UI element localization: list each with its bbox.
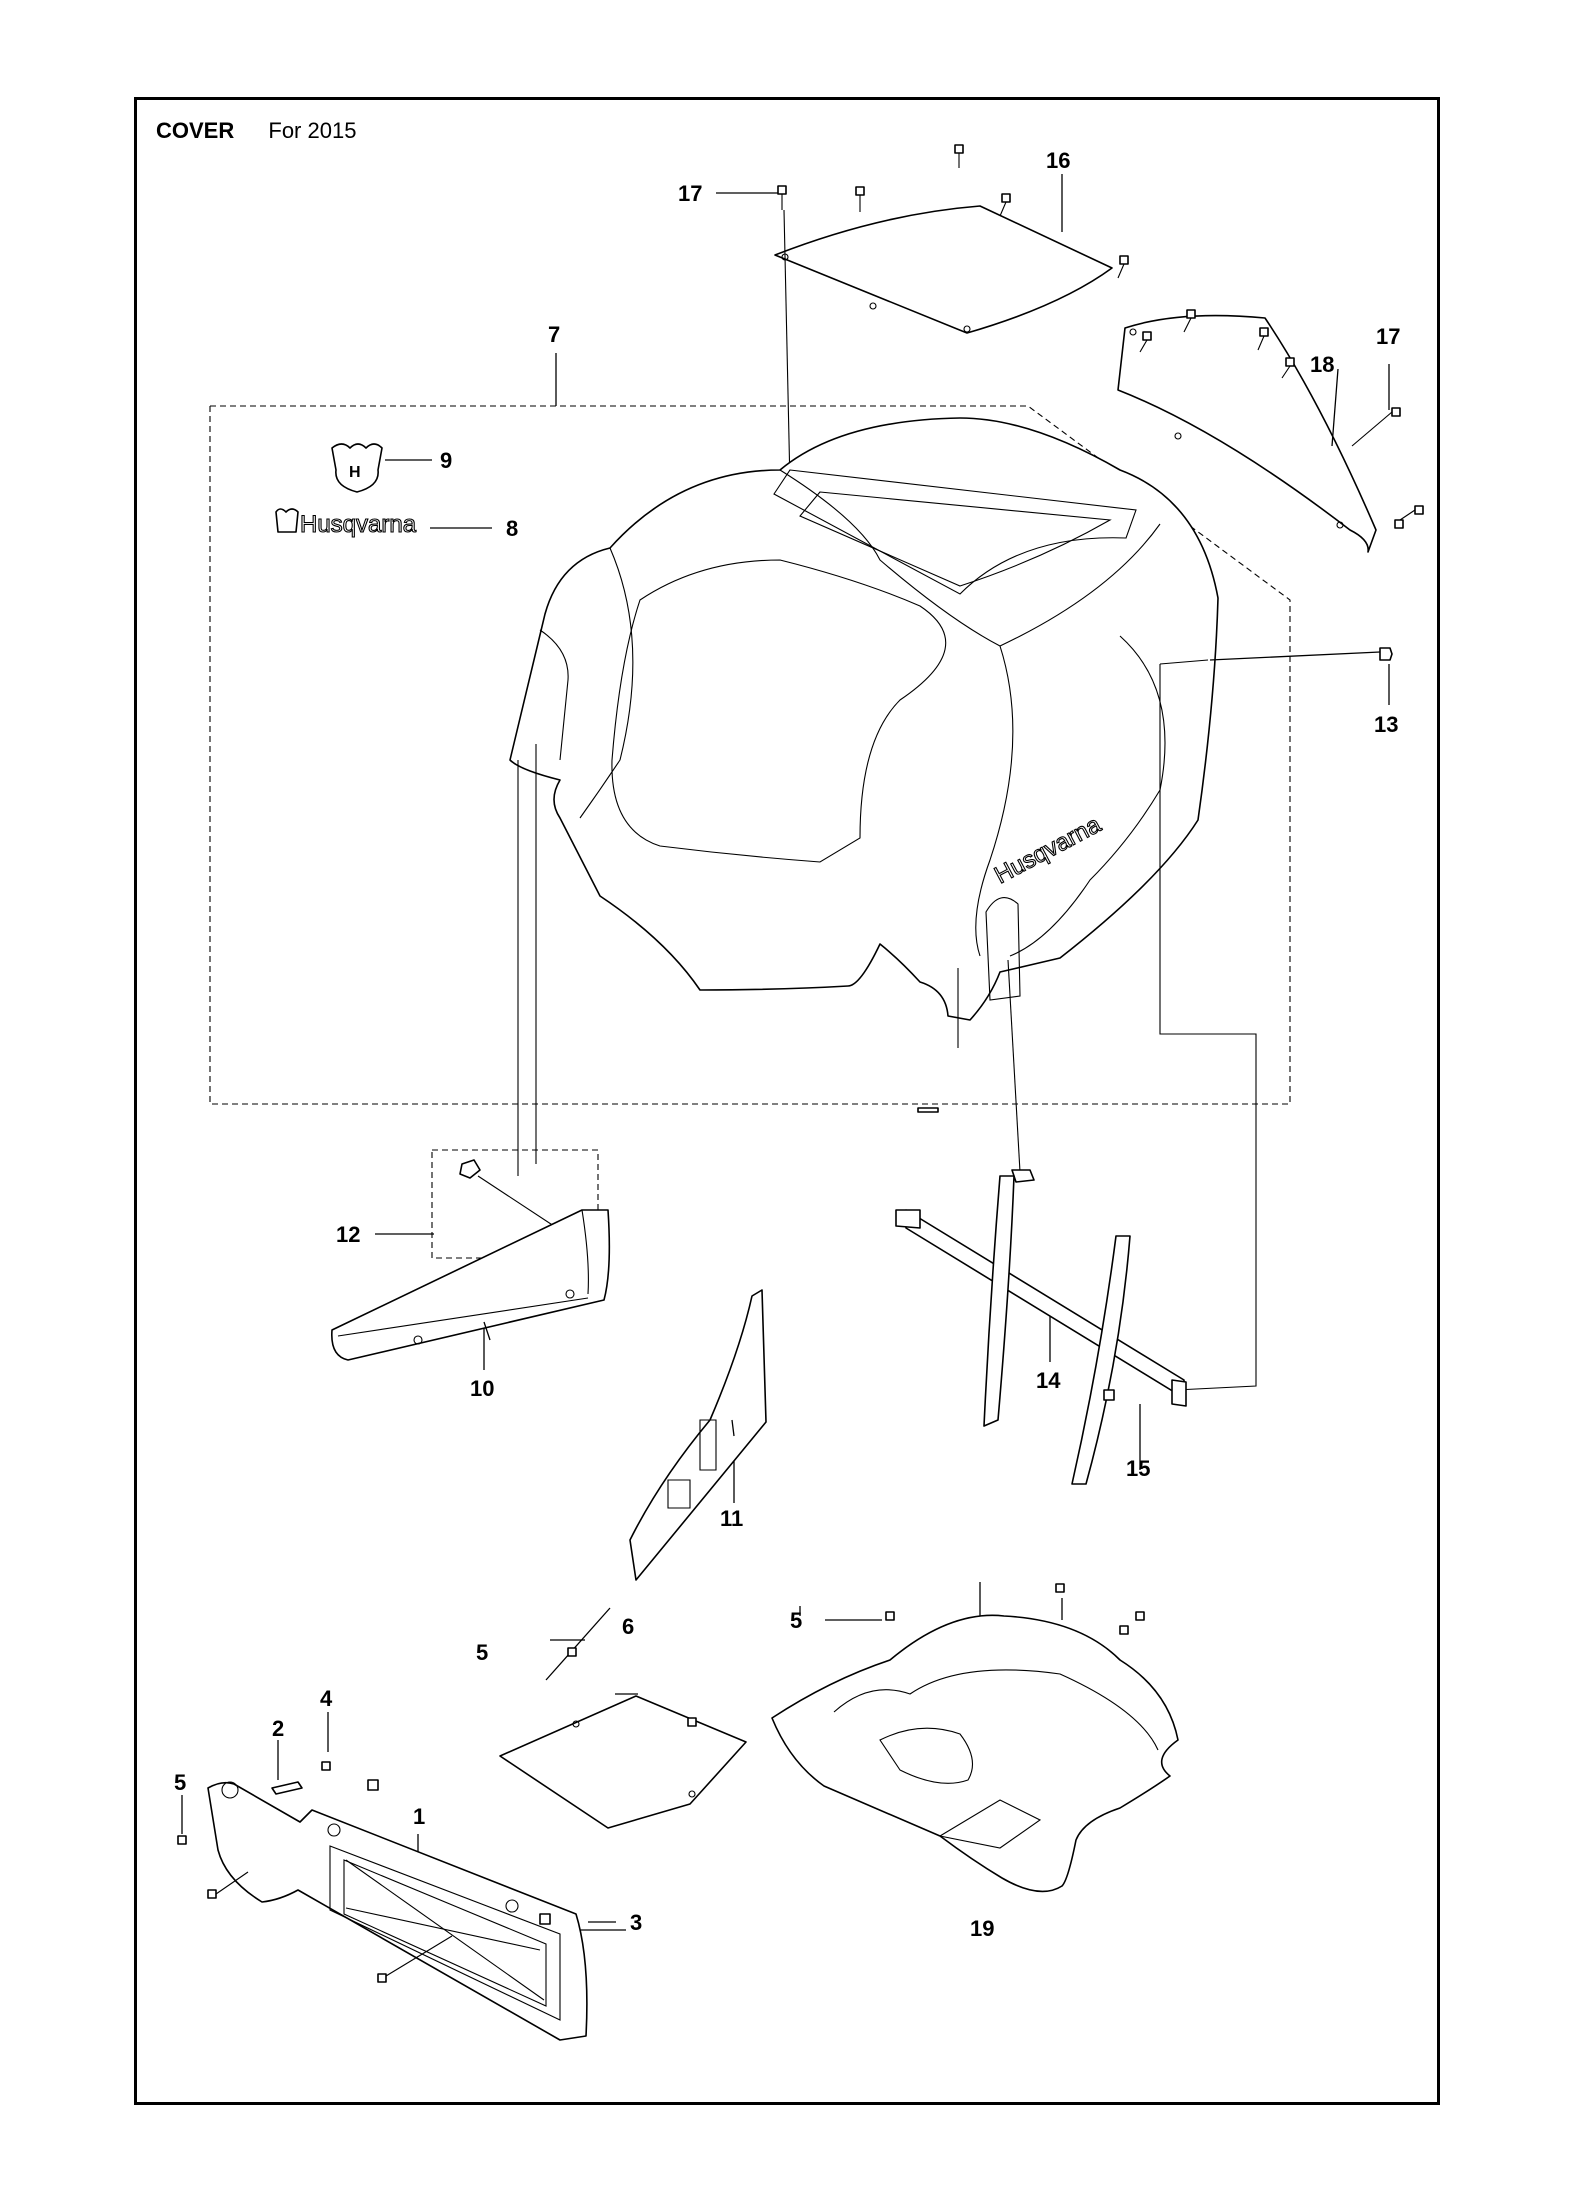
leader-lines bbox=[181, 174, 1390, 1931]
part-10-bracket bbox=[331, 1209, 611, 1361]
part-18-side-panel bbox=[1117, 314, 1377, 553]
callout-4: 4 bbox=[320, 1686, 333, 1711]
part-9-crest-logo: H bbox=[331, 443, 383, 493]
part-1-duct bbox=[207, 1781, 588, 2041]
callout-9: 9 bbox=[440, 448, 452, 473]
callout-6: 6 bbox=[622, 1614, 634, 1639]
parts-2-3-4-fasteners bbox=[177, 1761, 551, 1983]
callout-17b: 17 bbox=[1376, 324, 1400, 349]
part-15-clip bbox=[1103, 1389, 1115, 1401]
callout-5a: 5 bbox=[174, 1770, 186, 1795]
callout-10: 10 bbox=[470, 1376, 494, 1401]
callout-19: 19 bbox=[970, 1916, 994, 1941]
callout-5c: 5 bbox=[790, 1608, 802, 1633]
callout-17a: 17 bbox=[678, 181, 702, 206]
leader-11 bbox=[731, 1419, 735, 1437]
part-14-support-frame bbox=[895, 1175, 1187, 1485]
part-8-brand-decal: Husqvarna bbox=[275, 508, 417, 539]
callout-5b: 5 bbox=[476, 1640, 488, 1665]
assembly-7-dashed-outline bbox=[209, 405, 1291, 1105]
brand-decal-text: Husqvarna bbox=[300, 511, 417, 538]
part-6-plate bbox=[499, 1647, 747, 1829]
callout-11: 11 bbox=[720, 1506, 743, 1531]
screws-19 bbox=[885, 1583, 1145, 1635]
page-header: COVER For 2015 bbox=[156, 118, 356, 144]
connector-13-15 bbox=[1159, 647, 1393, 1391]
callout-12: 12 bbox=[336, 1222, 360, 1247]
callout-14: 14 bbox=[1036, 1368, 1061, 1393]
callout-16: 16 bbox=[1046, 148, 1070, 173]
callout-13: 13 bbox=[1374, 712, 1398, 737]
page-subtitle: For 2015 bbox=[268, 118, 357, 143]
screws-18 bbox=[1139, 309, 1424, 529]
callout-15: 15 bbox=[1126, 1456, 1150, 1481]
callout-3: 3 bbox=[630, 1910, 642, 1935]
crest-letter: H bbox=[349, 464, 361, 481]
callout-1: 1 bbox=[413, 1804, 425, 1829]
leader-10 bbox=[483, 1321, 491, 1341]
page-title: COVER bbox=[156, 118, 235, 143]
callout-18: 18 bbox=[1310, 352, 1334, 377]
part-11-side-baffle bbox=[629, 1289, 767, 1581]
part-7-main-cover: Husqvarna bbox=[509, 417, 1219, 1021]
callout-7: 7 bbox=[548, 322, 560, 347]
callout-8: 8 bbox=[506, 516, 518, 541]
part-12-fasteners bbox=[459, 1107, 1035, 1237]
screws-16 bbox=[777, 144, 1129, 279]
part-19-bottom-tray bbox=[771, 1614, 1179, 1893]
callout-numbers: 1 2 3 4 5 5 5 6 7 8 9 10 11 12 13 14 15 … bbox=[174, 148, 1400, 1941]
connector-12 bbox=[517, 744, 1021, 1176]
leader-17-screw bbox=[783, 209, 791, 486]
callout-2: 2 bbox=[272, 1716, 284, 1741]
diagram-frame bbox=[134, 97, 1440, 2105]
